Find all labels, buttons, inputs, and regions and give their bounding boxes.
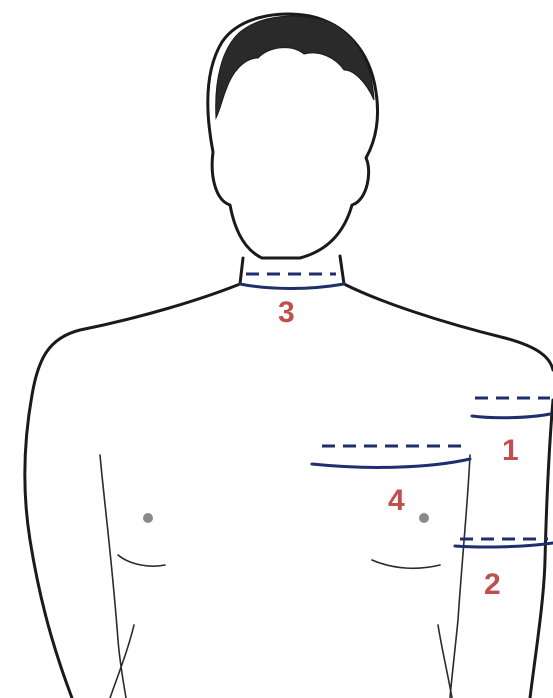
hair-shape — [216, 16, 374, 118]
torso-outline-right — [340, 256, 553, 370]
torso-outline — [25, 258, 243, 698]
left-arm-crease — [110, 625, 134, 698]
upper-arm-number: 1 — [502, 434, 519, 467]
left-nipple — [143, 513, 153, 523]
lower-arm-solid-line — [455, 543, 553, 547]
neck-measurement: 3 — [240, 274, 344, 329]
right-arm-outer — [530, 400, 553, 698]
right-nipple — [419, 513, 429, 523]
lower-arm-number: 2 — [484, 568, 501, 601]
lower-arm-measurement: 2 — [455, 539, 553, 601]
chest-lower-left — [118, 555, 165, 566]
body-outline — [25, 14, 553, 698]
chest-lower-right — [372, 560, 440, 568]
neck-solid-line — [240, 284, 344, 289]
neck-number: 3 — [278, 296, 295, 329]
right-arm-inner — [450, 455, 470, 698]
chest-solid-line — [312, 459, 470, 467]
upper-arm-solid-line — [472, 414, 550, 418]
chest-measurement: 4 — [312, 446, 470, 517]
right-arm-crease — [438, 625, 452, 698]
chest-number: 4 — [388, 484, 405, 517]
upper-arm-measurement: 1 — [472, 398, 550, 467]
